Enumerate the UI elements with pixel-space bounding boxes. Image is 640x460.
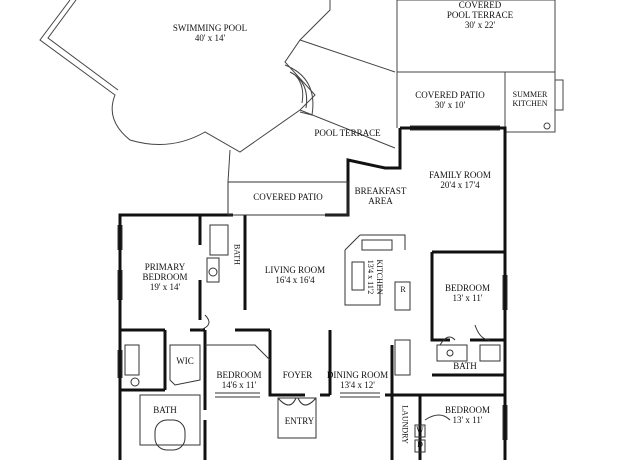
swimming-pool-name: SWIMMING POOL [172, 23, 248, 33]
covered-patio-top-name: COVERED PATIO [415, 90, 485, 100]
pool-terrace-name: POOL TERRACE [314, 128, 381, 138]
bedroom-east-name: BEDROOM [444, 283, 490, 293]
family-room-name: FAMILY ROOM [429, 170, 491, 180]
pool-terrace-label: POOL TERRACE [305, 128, 390, 138]
bedroom-southeast-name: BEDROOM [444, 405, 490, 415]
entry-name: ENTRY [284, 416, 315, 426]
primary-bedroom-name2: BEDROOM [142, 272, 188, 282]
wic-label: WIC [170, 356, 200, 366]
bedroom-center-label: BEDROOM 14'6 x 11' [208, 370, 270, 390]
covered-patio-mid-label: COVERED PATIO [243, 192, 333, 202]
breakfast-area-label: BREAKFAST AREA [348, 186, 413, 206]
swimming-pool-size: 40' x 14' [194, 33, 226, 43]
windows [117, 125, 508, 440]
covered-patio-top-size: 30' x 10' [434, 100, 466, 110]
fridge-label: R [397, 285, 409, 294]
wic-name: WIC [176, 356, 194, 366]
living-room-name: LIVING ROOM [264, 265, 326, 275]
bedroom-southeast-label: BEDROOM 13' x 11' [435, 405, 500, 425]
family-room-label: FAMILY ROOM 20'4 x 17'4 [415, 170, 505, 190]
covered-pool-terrace-size: 30' x 22' [464, 20, 496, 30]
primary-bedroom-name1: PRIMARY [144, 262, 186, 272]
summer-kitchen-name2: KITCHEN [512, 99, 548, 108]
breakfast-area-name2: AREA [368, 196, 393, 206]
swimming-pool-label: SWIMMING POOL 40' x 14' [165, 23, 255, 43]
entry-label: ENTRY [277, 416, 322, 426]
foyer-name: FOYER [282, 370, 313, 380]
primary-bedroom-size: 19' x 14' [149, 282, 181, 292]
kitchen-label: KITCHEN 13'4 x 11'2 [366, 247, 384, 307]
swimming-pool-outline [39, 0, 396, 183]
washer-label: W [414, 425, 426, 434]
dining-room-name: DINING ROOM [326, 370, 389, 380]
kitchen-name: KITCHEN [375, 259, 384, 295]
covered-pool-terrace-name2: POOL TERRACE [446, 10, 514, 20]
fridge-name: R [400, 285, 406, 294]
covered-patio-top-label: COVERED PATIO 30' x 10' [405, 90, 495, 110]
primary-bedroom-label: PRIMARY BEDROOM 19' x 14' [130, 262, 200, 292]
covered-pool-terrace-label: COVERED POOL TERRACE 30' x 22' [425, 0, 535, 30]
bedroom-east-size: 13' x 11' [452, 293, 483, 303]
bath-east-name: BATH [453, 361, 477, 371]
summer-kitchen-label: SUMMER KITCHEN [505, 90, 555, 108]
bath-east-label: BATH [445, 361, 485, 371]
bath-southwest-name: BATH [153, 405, 177, 415]
bath-primary-label: BATH [233, 240, 242, 270]
summer-kitchen-outline [504, 71, 564, 133]
dining-room-size: 13'4 x 12' [340, 380, 375, 390]
summer-kitchen-name1: SUMMER [512, 90, 548, 99]
laundry-label: LAUNDRY [401, 400, 410, 450]
dining-room-label: DINING ROOM 13'4 x 12' [320, 370, 395, 390]
house-walls [118, 126, 507, 460]
dryer-name: D [417, 440, 423, 449]
bedroom-east-label: BEDROOM 13' x 11' [435, 283, 500, 303]
dryer-label: D [414, 440, 426, 449]
kitchen-size: 13'4 x 11'2 [366, 259, 375, 295]
washer-name: W [416, 425, 424, 434]
living-room-label: LIVING ROOM 16'4 x 16'4 [255, 265, 335, 285]
laundry-name: LAUNDRY [400, 405, 410, 444]
family-room-size: 20'4 x 17'4 [440, 180, 480, 190]
bath-primary-name: BATH [232, 244, 242, 265]
bedroom-center-size: 14'6 x 11' [221, 380, 257, 390]
bedroom-center-name: BEDROOM [216, 370, 262, 380]
bedroom-southeast-size: 13' x 11' [452, 415, 483, 425]
interior-lines [124, 181, 501, 453]
breakfast-area-name1: BREAKFAST [354, 186, 407, 196]
living-room-size: 16'4 x 16'4 [275, 275, 315, 285]
bath-southwest-label: BATH [145, 405, 185, 415]
covered-patio-mid-name: COVERED PATIO [253, 192, 323, 202]
covered-pool-terrace-name1: COVERED [458, 0, 502, 10]
foyer-label: FOYER [275, 370, 320, 380]
